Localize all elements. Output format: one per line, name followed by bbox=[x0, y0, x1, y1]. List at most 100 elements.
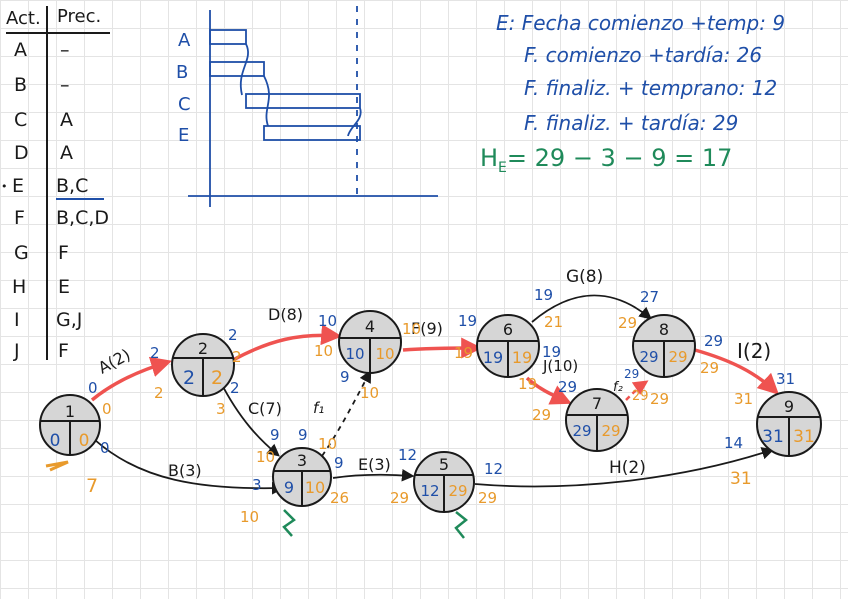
annotation: 9 bbox=[298, 426, 308, 444]
node-9: 9 31 31 bbox=[756, 391, 822, 457]
annotation: 19 bbox=[542, 343, 561, 361]
gantt-label: B bbox=[176, 62, 188, 83]
annotation: 10 bbox=[256, 448, 275, 466]
note-line: F. comienzo +tardía: 26 bbox=[524, 43, 762, 67]
annotation: 29 bbox=[700, 359, 719, 377]
start-mark bbox=[45, 460, 69, 472]
node-2: 2 2 2 bbox=[171, 333, 235, 397]
node-late: 29 bbox=[668, 348, 687, 366]
annotation: 29 bbox=[618, 314, 637, 332]
note-line: F. finaliz. + tardía: 29 bbox=[524, 111, 738, 135]
gantt-sketch bbox=[188, 6, 438, 207]
node-late: 29 bbox=[448, 482, 467, 500]
annotation: 9 bbox=[334, 454, 344, 472]
annotation: 2 bbox=[228, 326, 238, 344]
float-formula: HE= 29 − 3 − 9 = 17 bbox=[480, 144, 732, 176]
gantt-label: E bbox=[178, 125, 189, 146]
row-precedence: F bbox=[58, 340, 69, 362]
row-precedence: B,C bbox=[56, 175, 88, 197]
table-row: F B,C,D bbox=[14, 207, 109, 229]
row-activity: J bbox=[13, 340, 20, 362]
network-nodes: 1 0 0 2 2 2 3 9 10 4 10 10 bbox=[39, 310, 822, 513]
node-number: 9 bbox=[784, 397, 794, 416]
annotation: 19 bbox=[534, 286, 553, 304]
activity-label: H(2) bbox=[609, 458, 646, 478]
table-row: C A bbox=[14, 109, 73, 131]
row-precedence: F bbox=[58, 242, 69, 264]
annotation: 0 bbox=[88, 379, 98, 397]
annotation: 29 bbox=[558, 378, 577, 396]
row-activity: H bbox=[12, 276, 26, 298]
activity-label: J(10) bbox=[542, 357, 578, 375]
node-number: 3 bbox=[297, 451, 307, 470]
node-3: 3 9 10 bbox=[272, 447, 332, 507]
node-late: 10 bbox=[305, 478, 325, 497]
row-marker: • bbox=[1, 180, 8, 193]
activity-label: f₁ bbox=[313, 399, 324, 417]
note-line: E: Fecha comienzo +temp: 9 bbox=[496, 11, 785, 35]
node-6: 6 19 19 bbox=[476, 314, 540, 378]
gantt-link bbox=[239, 43, 249, 96]
node-early: 10 bbox=[345, 345, 364, 363]
annotation: 10 bbox=[240, 508, 259, 526]
edge-d bbox=[232, 324, 343, 362]
node-early: 2 bbox=[183, 367, 195, 389]
notes-block: E: Fecha comienzo +temp: 9 F. comienzo +… bbox=[480, 11, 785, 176]
activity-label: D(8) bbox=[268, 305, 303, 324]
node-number: 7 bbox=[592, 394, 602, 413]
gantt-bar-e bbox=[263, 125, 361, 141]
annotation: 19 bbox=[518, 375, 537, 393]
annotation: 10 bbox=[314, 342, 333, 360]
network-edges bbox=[90, 294, 780, 495]
annotation: 31 bbox=[730, 469, 752, 489]
time-annotations: 0 0 0 7 2 2 2 2 2 3 10 10 10 10 19 19 19… bbox=[86, 286, 795, 526]
node-early: 12 bbox=[420, 482, 439, 500]
annotation: 7 bbox=[86, 475, 98, 497]
row-precedence: A bbox=[60, 109, 73, 131]
node-late: 31 bbox=[793, 427, 815, 447]
table-row: H E bbox=[12, 276, 70, 298]
node-late: 0 bbox=[79, 431, 90, 451]
edge-j bbox=[525, 376, 572, 405]
annotation: 10 bbox=[360, 384, 379, 402]
node-late: 29 bbox=[601, 422, 620, 440]
gantt-label: A bbox=[178, 30, 191, 51]
edge-f2 bbox=[625, 380, 649, 401]
annotation: 29 bbox=[632, 389, 649, 404]
table-row: A – bbox=[14, 39, 70, 61]
node-number: 2 bbox=[198, 339, 208, 358]
annotation: 31 bbox=[734, 390, 753, 408]
edge-a bbox=[90, 356, 173, 402]
precedence-table: Act. Prec. A – B – C A D A • E B,C F B,C… bbox=[1, 6, 110, 362]
row-activity: G bbox=[14, 242, 29, 264]
annotation: 31 bbox=[776, 370, 795, 388]
row-precedence: E bbox=[58, 276, 70, 298]
annotation: 29 bbox=[390, 489, 409, 507]
annotation: 2 bbox=[154, 384, 164, 402]
annotation: 29 bbox=[650, 390, 669, 408]
annotation: 19 bbox=[454, 344, 473, 362]
header-precedence: Prec. bbox=[57, 6, 101, 27]
annotation: 29 bbox=[532, 406, 551, 424]
row-precedence: A bbox=[60, 142, 73, 164]
annotation: 10 bbox=[402, 320, 421, 338]
node-early: 29 bbox=[639, 348, 658, 366]
annotation: 9 bbox=[340, 368, 350, 386]
table-row: B – bbox=[14, 74, 70, 96]
node-early: 31 bbox=[762, 427, 784, 447]
gantt-bar-a bbox=[209, 29, 247, 45]
annotation: 2 bbox=[232, 348, 242, 366]
annotation: 29 bbox=[624, 367, 639, 381]
annotation: 9 bbox=[270, 426, 280, 444]
annotation: 19 bbox=[458, 312, 477, 330]
annotation: 3 bbox=[252, 476, 262, 494]
edge-c bbox=[219, 380, 280, 457]
annotation: 12 bbox=[398, 446, 417, 464]
annotation: 29 bbox=[478, 489, 497, 507]
annotation: 2 bbox=[230, 379, 240, 397]
node-7: 7 29 29 bbox=[565, 388, 629, 452]
table-row: G F bbox=[14, 242, 69, 264]
node-number: 5 bbox=[439, 455, 449, 474]
gantt-label: C bbox=[178, 94, 191, 115]
